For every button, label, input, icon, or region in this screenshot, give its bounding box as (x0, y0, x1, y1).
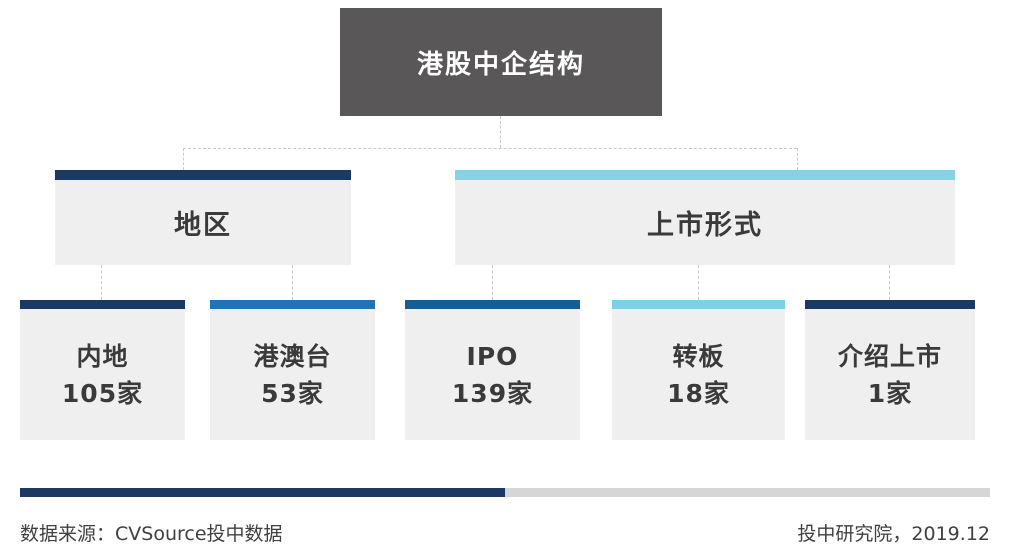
root-node: 港股中企结构 (340, 8, 662, 116)
node-ipo-accent-bar (405, 300, 580, 309)
bottom-rule-navy (20, 488, 505, 497)
node-introduction: 介绍上市 1家 (805, 300, 975, 440)
node-ipo-count: 139家 (451, 378, 534, 408)
node-listing-form: 上市形式 (455, 170, 955, 265)
node-transfer-accent-bar (612, 300, 785, 309)
node-mainland-count: 105家 (61, 378, 144, 408)
credit-text: 投中研究院，2019.12 (797, 522, 990, 545)
node-hkmotw-count: 53家 (261, 378, 324, 408)
node-ipo-label: IPO (466, 341, 519, 371)
node-hkmotw: 港澳台 53家 (210, 300, 375, 440)
node-transfer: 转板 18家 (612, 300, 785, 440)
connector-drop-introduction (889, 265, 890, 300)
connector-drop-listing (797, 148, 798, 170)
connector-root-down (500, 116, 501, 148)
node-introduction-body: 介绍上市 1家 (805, 309, 975, 440)
node-ipo-body: IPO 139家 (405, 309, 580, 440)
node-mainland-body: 内地 105家 (20, 309, 185, 440)
node-region-accent-bar (55, 170, 351, 180)
node-ipo: IPO 139家 (405, 300, 580, 440)
connector-level2-horizontal (183, 148, 797, 149)
node-hkmotw-label: 港澳台 (253, 341, 332, 371)
node-introduction-count: 1家 (867, 378, 913, 408)
node-listing-form-body: 上市形式 (455, 180, 955, 265)
node-region: 地区 (55, 170, 351, 265)
node-mainland-accent-bar (20, 300, 185, 309)
node-mainland: 内地 105家 (20, 300, 185, 440)
bottom-rule-gray (505, 488, 990, 497)
node-introduction-accent-bar (805, 300, 975, 309)
node-listing-form-accent-bar (455, 170, 955, 180)
node-introduction-label: 介绍上市 (837, 341, 942, 371)
node-transfer-label: 转板 (672, 341, 725, 371)
node-transfer-count: 18家 (667, 378, 730, 408)
node-hkmotw-body: 港澳台 53家 (210, 309, 375, 440)
footer: 数据来源：CVSource投中数据 投中研究院，2019.12 (20, 516, 990, 548)
node-transfer-body: 转板 18家 (612, 309, 785, 440)
connector-drop-mainland (101, 265, 102, 300)
data-source-text: 数据来源：CVSource投中数据 (20, 522, 283, 545)
node-region-label: 地区 (174, 210, 232, 241)
root-node-label: 港股中企结构 (416, 49, 585, 80)
connector-drop-hkmotw (292, 265, 293, 300)
connector-drop-region (183, 148, 184, 170)
connector-drop-transfer (698, 265, 699, 300)
connector-drop-ipo (492, 265, 493, 300)
node-region-body: 地区 (55, 180, 351, 265)
node-hkmotw-accent-bar (210, 300, 375, 309)
node-mainland-label: 内地 (76, 341, 129, 371)
node-listing-form-label: 上市形式 (647, 210, 763, 241)
